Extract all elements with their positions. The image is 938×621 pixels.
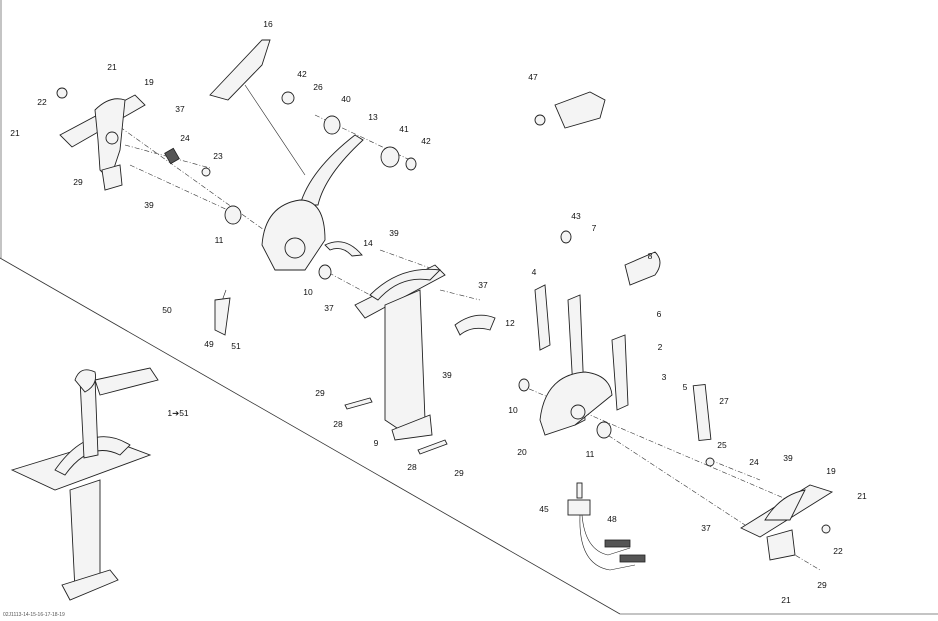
lever-13: [261, 134, 364, 271]
grip-8: [624, 251, 661, 286]
ring-43: [560, 230, 572, 244]
callout-label: 11: [215, 235, 224, 245]
callout-label: 39: [144, 200, 154, 210]
callout-label: 29: [73, 177, 83, 187]
detent-12: [454, 314, 496, 336]
bracket-49: [214, 297, 231, 336]
ring-42: [281, 91, 295, 105]
callout-label: 13: [368, 112, 378, 122]
callout-label: 26: [313, 82, 323, 92]
callout-label: 12: [505, 318, 515, 328]
callout-label: 50: [162, 305, 172, 315]
callout-label: 37: [701, 523, 711, 533]
complete-assembly-1-51: [10, 367, 159, 601]
callout-label: 16: [263, 19, 273, 29]
callout-label: 25: [717, 440, 727, 450]
callout-label: 1➔51: [167, 408, 189, 418]
part-2: [611, 334, 629, 411]
decal-27: [692, 384, 712, 441]
switch-45: [567, 482, 646, 571]
callout-label: 21: [857, 491, 867, 501]
callout-label: 14: [363, 238, 373, 248]
callout-label: 29: [817, 580, 827, 590]
callout-label: 19: [826, 466, 836, 476]
callout-label: 28: [407, 462, 417, 472]
callout-label: 42: [421, 136, 431, 146]
callout-label: 29: [454, 468, 464, 478]
bracket-lower-right: [740, 484, 834, 561]
bearing-40: [323, 115, 341, 135]
cap-22: [56, 87, 68, 99]
callout-label: 19: [144, 77, 154, 87]
callout-label: 10: [303, 287, 313, 297]
detent-plate: [324, 241, 363, 257]
cap-22-right: [821, 524, 831, 534]
callout-label: 3: [662, 372, 667, 382]
callout-label: 24: [749, 457, 759, 467]
callout-label: 20: [517, 447, 527, 457]
diagram-reference-code: 02J1113-14-15-16-17-18-19: [3, 612, 65, 618]
lever-20: [534, 284, 613, 436]
bushing-11-right: [596, 421, 612, 439]
callout-label: 39: [783, 453, 793, 463]
callout-label: 24: [180, 133, 190, 143]
callout-label: 37: [478, 280, 488, 290]
callout-label: 9: [374, 438, 379, 448]
callout-label: 6: [657, 309, 662, 319]
bracket-upper-left: [59, 94, 146, 191]
clip-47: [554, 91, 606, 129]
callout-label: 7: [592, 223, 597, 233]
frame-diagonal-divider: [0, 257, 621, 615]
callout-label: 37: [175, 104, 185, 114]
callout-label: 5: [683, 382, 688, 392]
callout-label: 51: [231, 341, 241, 351]
spring-24: [164, 147, 180, 165]
ball-25: [705, 457, 715, 467]
callout-label: 22: [37, 97, 47, 107]
callout-label: 23: [213, 151, 223, 161]
callout-label: 21: [10, 128, 20, 138]
callout-label: 48: [607, 514, 617, 524]
callout-label: 49: [204, 339, 214, 349]
callout-label: 11: [586, 449, 595, 459]
callout-label: 39: [442, 370, 452, 380]
callout-label: 42: [297, 69, 307, 79]
plate-28-left: [344, 397, 373, 410]
callout-label: 22: [833, 546, 843, 556]
plug-23: [201, 167, 211, 177]
callout-label: 47: [528, 72, 538, 82]
bushing-11: [224, 205, 242, 225]
callout-label: 40: [341, 94, 351, 104]
callout-label: 10: [508, 405, 518, 415]
callout-label: 21: [107, 62, 117, 72]
callout-label: 27: [719, 396, 729, 406]
washer-10-right: [518, 378, 530, 392]
callout-label: 29: [315, 388, 325, 398]
callout-label: 37: [324, 303, 334, 313]
callout-label: 45: [539, 504, 549, 514]
callout-label: 4: [532, 267, 537, 277]
washer-10: [318, 264, 332, 280]
cap-42: [405, 157, 417, 171]
callout-label: 41: [399, 124, 409, 134]
callout-label: 43: [571, 211, 581, 221]
knob-47: [534, 114, 546, 126]
plate-28-right: [417, 439, 448, 455]
callout-label: 21: [781, 595, 791, 605]
bushing-41: [380, 146, 400, 168]
housing-9: [354, 264, 446, 441]
callout-label: 28: [333, 419, 343, 429]
callout-label: 8: [648, 251, 653, 261]
callout-label: 39: [389, 228, 399, 238]
handle-grip-16: [209, 39, 271, 101]
callout-label: 2: [658, 342, 663, 352]
